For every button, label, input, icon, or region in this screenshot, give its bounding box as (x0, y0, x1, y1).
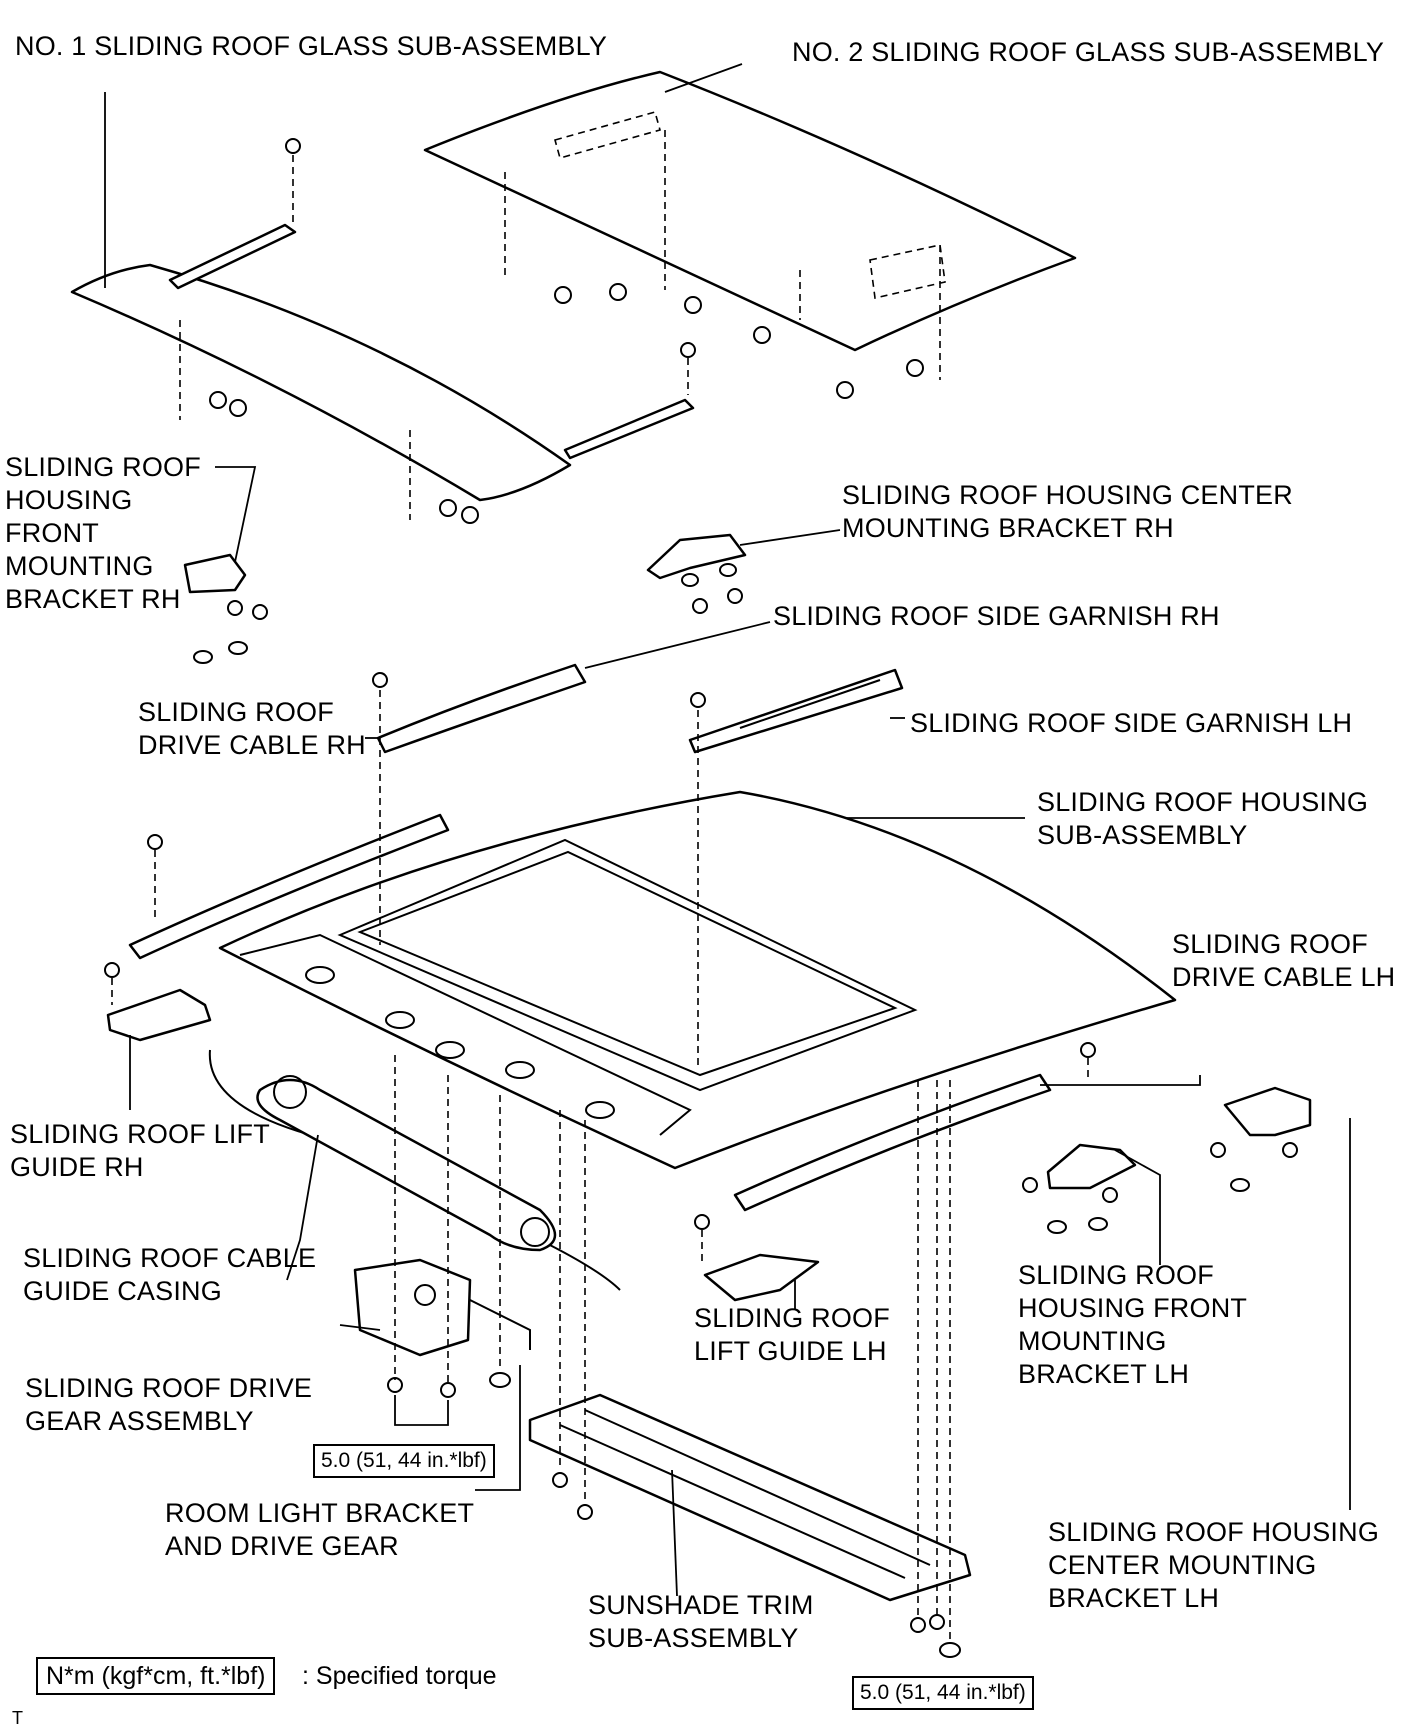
torque-spec-sunshade: 5.0 (51, 44 in.*lbf) (852, 1676, 1034, 1710)
bolts-upper (209, 138, 924, 524)
center-bracket-lh (1210, 1086, 1312, 1192)
drive-cable-lh (733, 1073, 1052, 1212)
label-side-garnish-lh: SLIDING ROOF SIDE GARNISH LH (910, 708, 1353, 738)
label-housing-sub-assembly: SLIDING ROOF HOUSING SUB-ASSEMBLY (1037, 787, 1369, 850)
lift-guide-rh (106, 988, 212, 1042)
label-drive-cable-lh: SLIDING ROOF DRIVE CABLE LH (1172, 929, 1396, 992)
cable-guide-casing (208, 1049, 621, 1291)
side-garnish-rh (376, 663, 587, 754)
label-side-garnish-rh: SLIDING ROOF SIDE GARNISH RH (773, 601, 1220, 631)
drive-gear-assembly (353, 1258, 531, 1426)
alignment-lines (111, 690, 951, 1640)
label-room-light-bracket: ROOM LIGHT BRACKET AND DRIVE GEAR (165, 1498, 475, 1561)
side-garnish-lh (688, 668, 904, 754)
no2-glass-panel (423, 70, 1077, 380)
label-no1-glass: NO. 1 SLIDING ROOF GLASS SUB-ASSEMBLY (15, 31, 608, 61)
label-front-bracket-lh: SLIDING ROOF HOUSING FRONT MOUNTING BRAC… (1018, 1260, 1248, 1389)
label-center-bracket-rh: SLIDING ROOF HOUSING CENTER MOUNTING BRA… (842, 480, 1293, 543)
no1-glass-rail-right (563, 398, 695, 460)
torque-spec-drive-gear: 5.0 (51, 44 in.*lbf) (313, 1444, 495, 1478)
center-bracket-rh (646, 533, 747, 614)
legend-description: : Specified torque (302, 1662, 497, 1690)
label-cable-guide-casing: SLIDING ROOF CABLE GUIDE CASING (23, 1243, 317, 1306)
label-drive-cable-rh: SLIDING ROOF DRIVE CABLE RH (138, 697, 366, 760)
legend-torque-box: N*m (kgf*cm, ft.*lbf) (36, 1657, 276, 1695)
label-drive-gear-assembly: SLIDING ROOF DRIVE GEAR ASSEMBLY (25, 1373, 313, 1436)
front-bracket-lh (1022, 1143, 1137, 1234)
corner-mark: T (12, 1708, 23, 1728)
label-front-bracket-rh: SLIDING ROOF HOUSING FRONT MOUNTING BRAC… (5, 452, 201, 614)
front-bracket-rh (183, 553, 268, 664)
label-center-bracket-lh: SLIDING ROOF HOUSING CENTER MOUNTING BRA… (1048, 1517, 1380, 1613)
lift-guide-lh (703, 1253, 820, 1302)
label-no2-glass: NO. 2 SLIDING ROOF GLASS SUB-ASSEMBLY (792, 37, 1385, 67)
label-lift-guide-lh: SLIDING ROOF LIFT GUIDE LH (694, 1303, 890, 1366)
label-sunshade-trim: SUNSHADE TRIM SUB-ASSEMBLY (588, 1590, 814, 1653)
no1-glass-rail-left (168, 223, 297, 290)
drive-cable-rh (128, 813, 450, 960)
no1-glass-panel (70, 263, 572, 520)
leader-lines (104, 63, 1351, 1597)
label-lift-guide-rh: SLIDING ROOF LIFT GUIDE RH (10, 1119, 270, 1182)
